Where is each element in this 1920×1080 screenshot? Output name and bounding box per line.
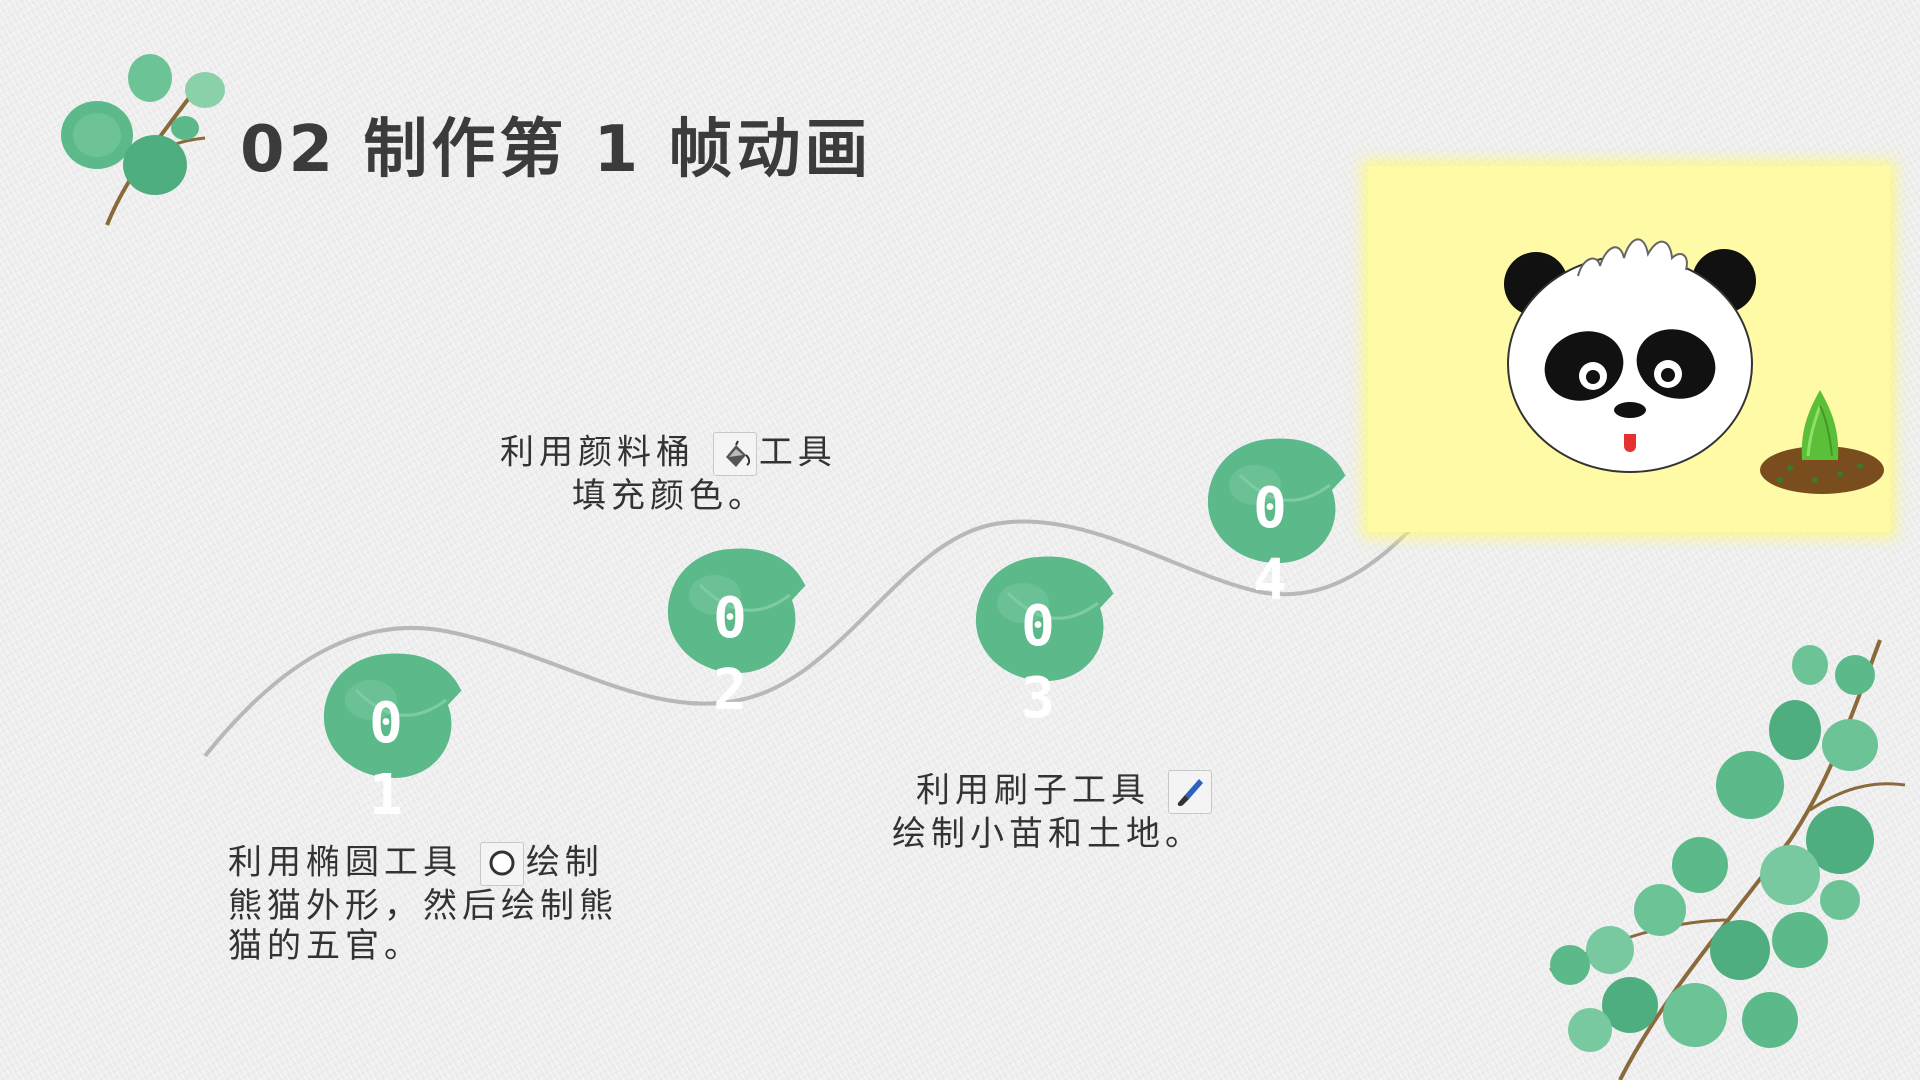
step-marker-02: 02 <box>660 545 830 723</box>
paint-bucket-icon <box>712 432 757 476</box>
ellipse-tool-icon <box>479 842 524 886</box>
brush-tool-icon <box>1167 770 1212 814</box>
step-text: 利用颜料桶 <box>500 432 695 473</box>
panda-face <box>1504 238 1756 473</box>
step-text: 利用刷子工具 <box>916 770 1150 811</box>
eucalyptus-sprig-top-left <box>61 54 225 226</box>
step-text: 熊猫外形，然后绘制熊 <box>228 886 618 926</box>
step-number: 03 <box>1021 594 1055 731</box>
step-marker-04: 04 <box>1200 435 1370 613</box>
eucalyptus-branch-bottom-right <box>1549 639 1906 1080</box>
step-01-description: 利用椭圆工具 绘制 熊猫外形，然后绘制熊 猫的五官。 <box>228 842 618 966</box>
step-text: 填充颜色。 <box>572 476 767 516</box>
leaf-icon <box>323 653 462 778</box>
step-number: 04 <box>1253 476 1287 613</box>
step-marker-03: 03 <box>968 553 1138 731</box>
leaf-icon <box>667 548 806 673</box>
step-text: 猫的五官。 <box>228 926 423 966</box>
step-number: 02 <box>713 586 747 723</box>
bamboo-shoot-illustration <box>1760 390 1884 494</box>
step-text: 绘制小苗和土地。 <box>892 814 1204 854</box>
step-text: 工具 <box>758 432 837 473</box>
leaf-icon <box>1207 438 1346 563</box>
step-text: 利用椭圆工具 <box>228 842 462 883</box>
step-marker-01: 01 <box>316 650 486 828</box>
panda-illustration <box>1368 166 1890 532</box>
leaf-icon <box>975 556 1114 681</box>
step-03-description: 利用刷子工具 绘制小苗和土地。 <box>892 770 1214 854</box>
page-title: 02 制作第 1 帧动画 <box>240 113 873 187</box>
step-02-description: 利用颜料桶 工具 填充颜色。 <box>500 432 837 516</box>
step-number: 01 <box>369 691 403 828</box>
step-text: 绘制 <box>525 842 604 883</box>
